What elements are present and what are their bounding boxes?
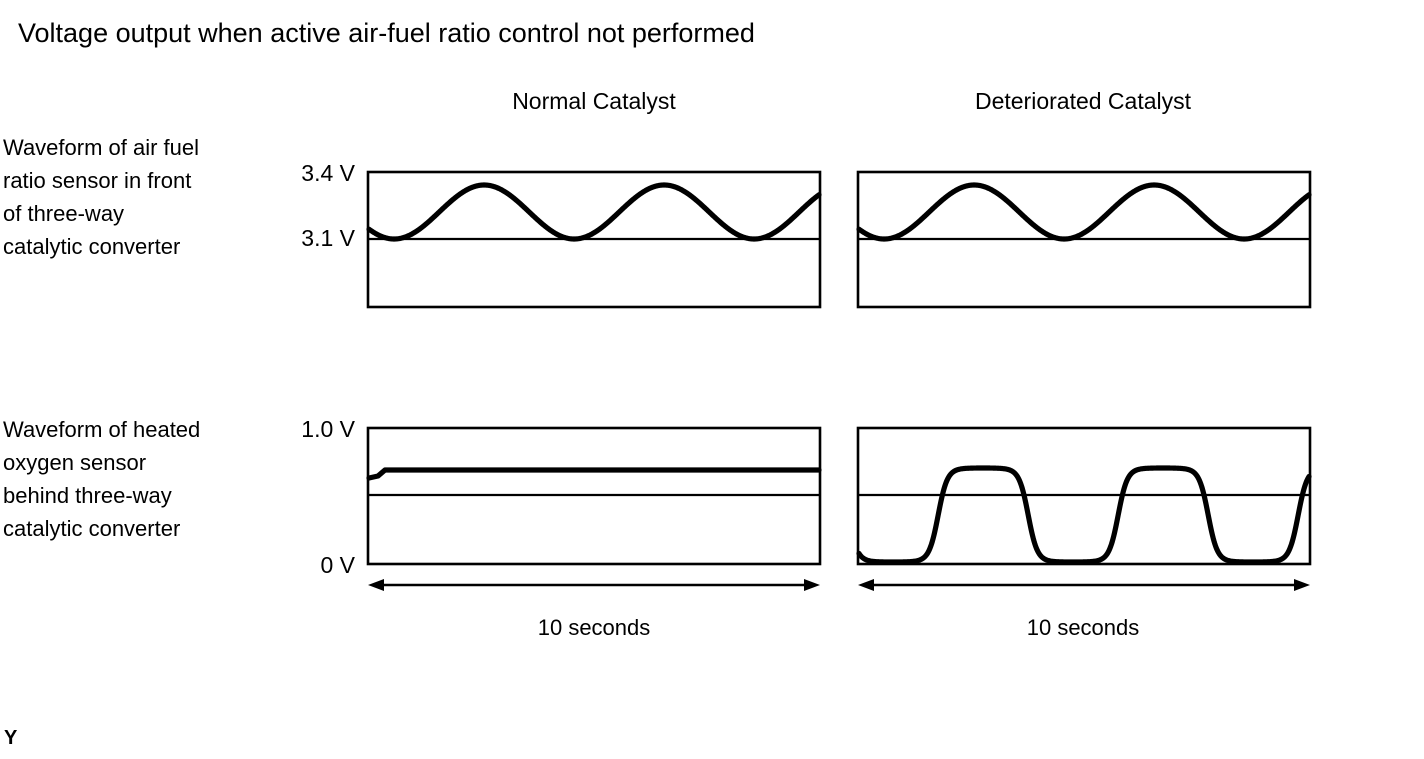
corner-mark: Y (4, 727, 18, 749)
plot-behind-deteriorated-svg (856, 426, 1312, 591)
row-label-behind-line-3: behind three-way (3, 483, 172, 508)
column-header-normal: Normal Catalyst (512, 88, 676, 114)
plot-front-normal (366, 170, 822, 310)
row-label-front-line-3: of three-way (3, 201, 125, 226)
axis-tick-0-v: 0 V (320, 552, 355, 578)
axis-tick-3-4-v: 3.4 V (301, 160, 355, 186)
row-label-behind-sensor: Waveform of heated oxygen sensor behind … (3, 413, 200, 545)
row-label-behind-line-1: Waveform of heated (3, 417, 201, 442)
plot-front-deteriorated-svg (856, 170, 1312, 309)
plot-behind-deteriorated (856, 426, 1312, 596)
time-axis-label-left: 10 seconds (537, 615, 651, 640)
waveform-trace-front-normal (366, 182, 822, 242)
plot-front-normal-svg (366, 170, 822, 309)
axis-tick-3-1-v: 3.1 V (301, 225, 355, 251)
waveform-trace-behind-normal (366, 467, 822, 481)
row-label-front-line-2: ratio sensor in front (3, 168, 192, 193)
column-header-deteriorated: Deteriorated Catalyst (974, 88, 1192, 114)
time-axis-label-right: 10 seconds (1026, 615, 1140, 640)
time-axis-arrow-left (368, 579, 820, 591)
plot-behind-normal-svg (366, 426, 822, 591)
row-label-front-line-4: catalytic converter (3, 234, 181, 259)
row-label-behind-line-2: oxygen sensor (3, 450, 147, 475)
plot-front-deteriorated (856, 170, 1312, 310)
time-axis-arrow-right (858, 579, 1310, 591)
waveform-trace-front-deteriorated (856, 182, 1312, 242)
row-label-front-sensor: Waveform of air fuel ratio sensor in fro… (3, 131, 199, 263)
row-label-behind-line-4: catalytic converter (3, 516, 181, 541)
waveform-trace-behind-deteriorated (856, 465, 1312, 565)
page-title: Voltage output when active air-fuel rati… (18, 18, 755, 48)
axis-tick-1-0-v: 1.0 V (301, 416, 355, 442)
row-label-front-line-1: Waveform of air fuel (3, 135, 200, 160)
plot-behind-normal (366, 426, 822, 596)
